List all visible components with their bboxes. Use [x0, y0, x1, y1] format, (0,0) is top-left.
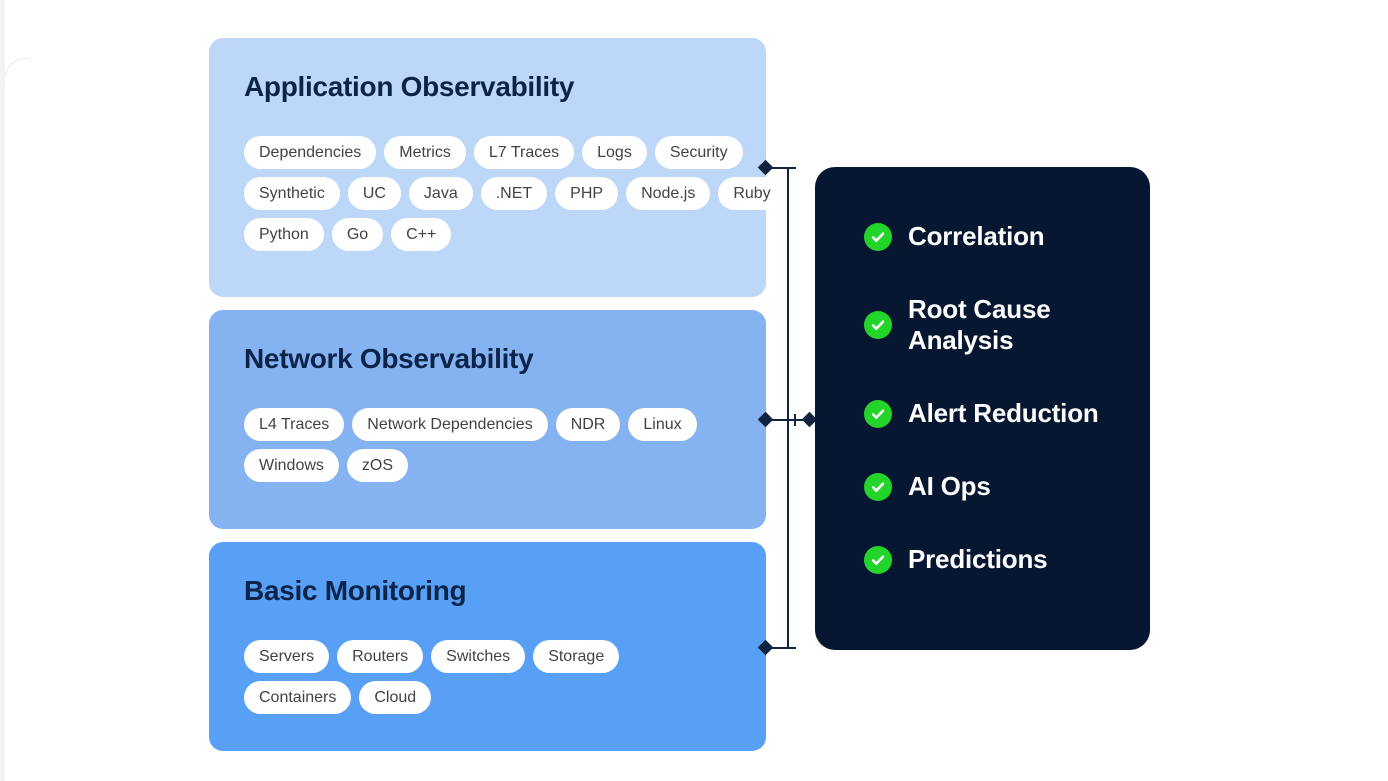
- card-title-basic: Basic Monitoring: [244, 575, 467, 606]
- feature-label: Root Cause Analysis: [908, 294, 1051, 355]
- connector-top-branch: [768, 167, 796, 169]
- tag-pill-containers: Containers: [244, 681, 352, 714]
- tag-row: Python Go C++: [244, 218, 748, 251]
- feature-label: AI Ops: [908, 471, 991, 501]
- check-circle-icon: [864, 222, 892, 251]
- tag-pill-zos: zOS: [346, 449, 409, 482]
- connector-middle-tick: [794, 414, 796, 426]
- feature-correlation: Correlation: [864, 221, 1122, 252]
- card-basic-monitoring: Basic Monitoring Servers Routers Switche…: [209, 542, 766, 751]
- tag-pill-linux: Linux: [628, 408, 697, 441]
- card-network-observability: Network Observability L4 Traces Network …: [209, 310, 766, 529]
- tag-row: Windows zOS: [244, 449, 748, 482]
- tag-pill-network-dependencies: Network Dependencies: [352, 408, 548, 441]
- tag-list-basic: Servers Routers Switches Storage Contain…: [244, 640, 748, 714]
- connector-bottom-branch: [768, 647, 796, 649]
- feature-label: Correlation: [908, 221, 1045, 251]
- tag-pill-dependencies: Dependencies: [244, 136, 377, 169]
- card-application-observability: Application Observability Dependencies M…: [209, 38, 786, 297]
- tag-pill-cloud: Cloud: [359, 681, 432, 714]
- card-title-application: Application Observability: [244, 71, 575, 102]
- tag-pill-synthetic: Synthetic: [244, 177, 340, 210]
- tag-list-network: L4 Traces Network Dependencies NDR Linux…: [244, 408, 748, 482]
- tag-pill-security: Security: [654, 136, 743, 169]
- page-edge-corner: [4, 58, 30, 84]
- feature-alert-reduction: Alert Reduction: [864, 398, 1122, 429]
- tag-row: Servers Routers Switches Storage: [244, 640, 748, 673]
- card-title-network: Network Observability: [244, 343, 534, 374]
- tag-pill-servers: Servers: [244, 640, 330, 673]
- tag-pill-l7-traces: L7 Traces: [473, 136, 575, 169]
- connector-vertical-line: [787, 168, 789, 648]
- tag-pill-logs: Logs: [582, 136, 647, 169]
- tag-pill-python: Python: [244, 218, 324, 251]
- connector-middle-branch: [768, 419, 807, 421]
- tag-pill-routers: Routers: [337, 640, 424, 673]
- check-circle-icon: [864, 311, 892, 339]
- tag-pill-ruby: Ruby: [718, 177, 786, 210]
- tag-pill-storage: Storage: [533, 640, 620, 673]
- tag-pill-php: PHP: [555, 177, 619, 210]
- tag-pill-switches: Switches: [431, 640, 526, 673]
- tag-row: L4 Traces Network Dependencies NDR Linux: [244, 408, 748, 441]
- tag-list-application: Dependencies Metrics L7 Traces Logs Secu…: [244, 136, 786, 251]
- tag-pill-cpp: C++: [391, 218, 452, 251]
- feature-ai-ops: AI Ops: [864, 471, 1122, 502]
- check-circle-icon: [864, 472, 892, 501]
- tag-pill-go: Go: [331, 218, 384, 251]
- feature-predictions: Predictions: [864, 544, 1122, 575]
- tag-pill-l4-traces: L4 Traces: [244, 408, 345, 441]
- page-edge-strip: [0, 0, 5, 781]
- tag-pill-ndr: NDR: [555, 408, 621, 441]
- feature-root-cause-analysis: Root Cause Analysis: [864, 294, 1122, 356]
- tag-pill-dotnet: .NET: [480, 177, 548, 210]
- tag-row: Containers Cloud: [244, 681, 748, 714]
- check-circle-icon: [864, 545, 892, 574]
- tag-pill-nodejs: Node.js: [626, 177, 711, 210]
- tag-row: Dependencies Metrics L7 Traces Logs Secu…: [244, 136, 748, 169]
- tag-row: Synthetic UC Java .NET PHP Node.js Ruby: [244, 177, 786, 210]
- features-panel: Correlation Root Cause Analysis Alert Re…: [815, 167, 1150, 650]
- tag-pill-windows: Windows: [244, 449, 339, 482]
- tag-pill-metrics: Metrics: [384, 136, 466, 169]
- check-circle-icon: [864, 399, 892, 428]
- feature-label: Predictions: [908, 544, 1048, 574]
- tag-pill-uc: UC: [347, 177, 401, 210]
- feature-label: Alert Reduction: [908, 398, 1099, 428]
- tag-pill-java: Java: [408, 177, 473, 210]
